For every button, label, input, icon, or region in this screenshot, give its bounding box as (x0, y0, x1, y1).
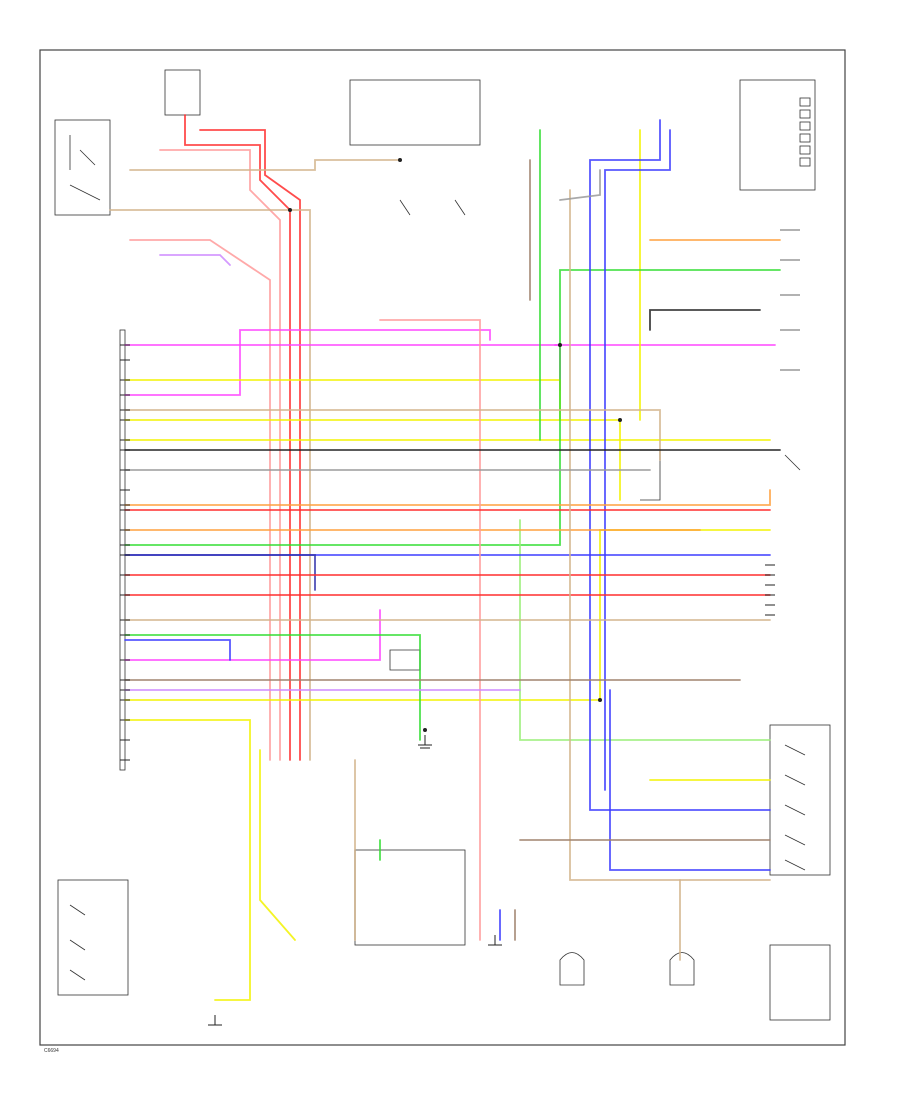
left-relay-box (54, 119, 111, 216)
wire-yellow-2 (124, 419, 621, 501)
wire-light-green (519, 519, 771, 741)
splice-6 (423, 728, 427, 732)
component-outlines (54, 69, 831, 1026)
wire-blue-5 (609, 689, 771, 871)
center-switch-contacts (399, 199, 466, 216)
cluster-indicator-5 (799, 145, 811, 155)
wire-magenta-2 (124, 329, 491, 396)
wire-black-1 (649, 309, 761, 331)
mode-switch (640, 449, 801, 501)
splice-4 (618, 418, 622, 422)
cluster-indicator-1 (799, 97, 811, 107)
wire-yellow-1 (124, 379, 561, 421)
wire-blue-2 (124, 639, 231, 661)
cluster-indicator-4 (799, 133, 811, 143)
splice-dots (288, 158, 622, 732)
solenoid-stubs (780, 229, 800, 371)
footer-code: C6694 (44, 1048, 59, 1054)
splice-5 (598, 698, 602, 702)
pressure-switch-contacts (69, 904, 86, 981)
wire-yellow-bottom (259, 749, 296, 941)
wire-tan-2 (129, 159, 401, 171)
wire-navy (124, 554, 316, 591)
splice-3 (558, 343, 562, 347)
wire-green-1 (124, 269, 781, 546)
wire-gray-1 (559, 169, 601, 201)
selector-switch-contacts (784, 744, 806, 871)
ground-symbol-3 (488, 935, 502, 946)
speed-sensor-2 (669, 952, 695, 986)
top-fuse-block (164, 69, 201, 116)
connector-legend-grid (769, 944, 831, 1021)
wire-blue-4 (604, 129, 671, 791)
wire-yellow-5 (124, 719, 251, 1001)
selector-switch-outline (769, 724, 831, 876)
diagram-border (39, 49, 846, 1046)
engine-controller-outline (119, 329, 126, 771)
wire-pink-2 (129, 239, 271, 761)
wire-red-2 (199, 129, 301, 761)
wire-salmon (379, 319, 481, 941)
wire-magenta-3 (124, 609, 381, 661)
left-connector-pins (120, 344, 130, 761)
pressure-switch-box (57, 879, 129, 996)
wire-violet-1 (159, 254, 231, 266)
cluster-indicator-6 (799, 157, 811, 167)
wire-green-3 (124, 634, 421, 741)
splice-2 (398, 158, 402, 162)
throttle-sensor-outline (354, 849, 466, 946)
speed-sensor-1 (559, 952, 585, 986)
wire-blue-3 (589, 119, 771, 811)
wires (109, 114, 781, 1001)
wire-magenta-1 (124, 344, 561, 391)
instrument-cluster-outline (739, 79, 816, 191)
splice-1 (288, 208, 292, 212)
center-relay-box (349, 79, 481, 146)
small-center-relay (389, 649, 421, 671)
relay-switch-symbol (69, 135, 101, 201)
wire-tan-3 (124, 409, 661, 461)
ground-symbol-2 (208, 1015, 222, 1026)
wire-pink-1 (159, 149, 281, 761)
wire-tan-5 (569, 189, 771, 881)
right-connector-pins (765, 564, 775, 616)
cluster-indicator-2 (799, 109, 811, 119)
cluster-indicator-3 (799, 121, 811, 131)
wire-tan-1 (109, 209, 311, 761)
ground-symbol-1 (418, 735, 432, 749)
wire-red-1 (184, 114, 291, 761)
wire-orange-1 (124, 489, 771, 506)
